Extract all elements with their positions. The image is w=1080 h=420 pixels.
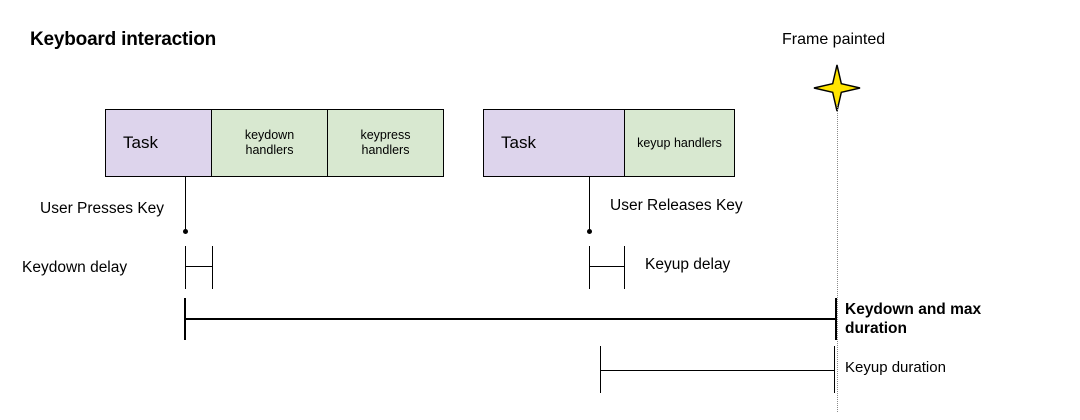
keyup-task-strip: Task keyup handlers [483, 109, 735, 177]
keydown-handlers-line2: handlers [245, 143, 294, 157]
keydown-max-duration-label: Keydown and max duration [845, 300, 981, 339]
user-presses-key-arrow-line [185, 177, 186, 233]
task-cell-1: Task [106, 110, 212, 176]
keypress-handlers-line2: handlers [361, 143, 410, 157]
keydown-max-duration-span-line [184, 318, 837, 320]
task-cell-2-label: Task [501, 132, 536, 152]
keyup-delay-span-line [589, 266, 624, 267]
keyup-delay-start-tick [589, 246, 590, 289]
page-title: Keyboard interaction [30, 29, 217, 50]
keyup-handlers-cell: keyup handlers [625, 110, 734, 176]
keypress-handlers-label: keypress handlers [360, 128, 410, 158]
user-releases-key-arrow-head [586, 229, 592, 234]
user-releases-key-arrow-line [589, 177, 590, 233]
user-presses-key-arrow-head [182, 229, 188, 234]
keydown-handlers-line1: keydown [244, 128, 295, 143]
keyup-duration-start-cap [600, 346, 601, 393]
task-cell-2: Task [484, 110, 625, 176]
keyup-delay-label: Keyup delay [645, 256, 731, 273]
user-releases-key-label: User Releases Key [610, 197, 743, 214]
keyup-handlers-label: keyup handlers [637, 135, 722, 150]
frame-paint-guideline [837, 104, 838, 412]
keydown-handlers-label: keydown handlers [245, 128, 294, 158]
keydown-max-duration-label-line1: Keydown and max [845, 301, 982, 318]
keyup-duration-label: Keyup duration [845, 359, 946, 376]
keydown-max-duration-label-line2: duration [845, 320, 907, 338]
keydown-delay-end-tick [212, 246, 213, 289]
keyup-duration-span-line [600, 370, 834, 371]
frame-painted-label: Frame painted [782, 31, 886, 48]
keydown-delay-span-line [185, 266, 212, 267]
task-cell-1-label: Task [123, 132, 158, 152]
keydown-task-strip: Task keydown handlers keypress handlers [105, 109, 444, 177]
keydown-delay-label: Keydown delay [22, 259, 128, 276]
keydown-delay-start-tick [185, 246, 186, 289]
keyup-duration-end-cap [834, 346, 835, 393]
user-presses-key-label: User Presses Key [40, 200, 165, 217]
keypress-handlers-line1: keypress [360, 128, 411, 143]
keypress-handlers-cell: keypress handlers [328, 110, 443, 176]
keydown-handlers-cell: keydown handlers [212, 110, 328, 176]
keyup-delay-end-tick [624, 246, 625, 289]
